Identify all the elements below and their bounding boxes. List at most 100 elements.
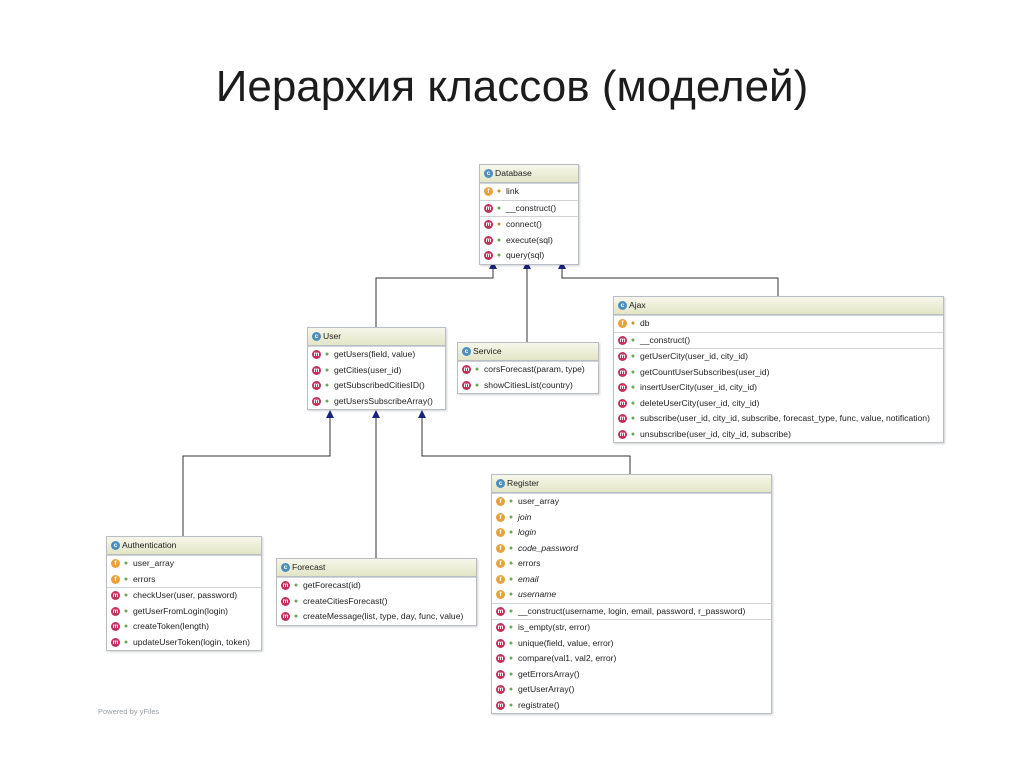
field-label: errors (133, 573, 156, 584)
link-user-database (375, 269, 494, 327)
constructor-section: m●__construct() (614, 331, 943, 349)
method-label: updateUserToken(login, token) (133, 636, 251, 647)
public-icon: ● (630, 430, 636, 438)
method-row: m●getUsersSubscribeArray() (308, 394, 445, 410)
method-icon: m (496, 654, 505, 664)
public-icon: ● (123, 560, 129, 567)
method-row: m● getCountUserSubscribes(user_id) (614, 365, 943, 381)
field-icon: f (496, 574, 505, 584)
constructor-section: m●__construct() (480, 199, 578, 217)
field-row: f●user_array (492, 494, 771, 510)
methods-section: m●is_empty(str, error) m●unique(field, v… (492, 619, 771, 713)
method-label: execute(sql) (506, 234, 553, 245)
method-icon: m (496, 700, 505, 710)
field-icon: f (496, 559, 505, 569)
public-icon: ● (508, 498, 514, 505)
public-icon: ● (496, 236, 502, 244)
method-row: m●getUserFromLogin(login) (107, 604, 261, 620)
method-icon: m (281, 581, 290, 591)
private-icon: ● (496, 221, 502, 228)
public-icon: ● (508, 544, 514, 552)
method-icon: m (618, 414, 627, 424)
private-icon: ● (496, 188, 502, 195)
method-icon: m (281, 596, 290, 606)
field-label: code_password (518, 542, 579, 553)
method-label: registrate() (518, 699, 560, 710)
method-icon: m (111, 637, 120, 647)
method-icon: m (111, 622, 120, 632)
method-icon: m (496, 638, 505, 648)
arrowhead-user-left (326, 410, 334, 418)
fields-section: f●db (614, 315, 943, 332)
method-row: m●insertUserCity(user_id, city_id) (614, 380, 943, 396)
class-name: Forecast (292, 562, 326, 572)
method-label: createToken(length) (133, 621, 209, 632)
arrowhead-user-right (418, 410, 426, 418)
public-icon: ● (630, 384, 636, 391)
public-icon: ● (508, 670, 514, 678)
method-label: getUsers(field, value) (334, 349, 416, 360)
methods-section: m●getUserCity(user_id, city_id) m●getCou… (614, 348, 943, 442)
public-icon: ● (508, 607, 514, 615)
method-row: m●subscribe(user_id, city_id, subscribe,… (614, 411, 943, 427)
powered-by-label: Powered by yFiles (98, 707, 160, 716)
method-label: getErrorsArray() (518, 668, 580, 679)
class-name: Authentication (122, 540, 177, 550)
fields-section: f●user_array f●errors (107, 555, 261, 587)
field-label: db (640, 318, 650, 329)
method-label: getUserArray() (518, 684, 575, 695)
method-label: getForecast(id) (303, 580, 361, 591)
method-icon: m (618, 335, 627, 345)
method-label: getUserFromLogin(login) (133, 605, 229, 616)
method-label: createMessage(list, type, day, func, val… (303, 611, 464, 622)
link-register-user (421, 418, 631, 474)
public-icon: ● (508, 655, 514, 662)
public-icon: ● (123, 623, 129, 630)
method-icon: m (312, 396, 321, 406)
method-label: showCitiesList(country) (484, 379, 573, 390)
public-icon: ● (630, 415, 636, 422)
method-icon: m (496, 669, 505, 679)
public-icon: ● (508, 529, 514, 536)
field-icon: f (496, 543, 505, 553)
public-icon: ● (123, 638, 129, 646)
method-icon: m (618, 367, 627, 377)
method-row: m●getForecast(id) (277, 578, 476, 594)
method-icon: m (462, 365, 471, 375)
method-icon: m (462, 380, 471, 390)
field-label: link (506, 186, 519, 197)
field-label: username (518, 589, 557, 600)
method-label: is_empty(str, error) (518, 622, 591, 633)
public-icon: ● (508, 624, 514, 631)
public-icon: ● (508, 686, 514, 693)
public-icon: ● (324, 382, 330, 389)
method-row: m●execute(sql) (480, 233, 578, 249)
method-row: m●__construct() (614, 333, 943, 349)
public-icon: ● (508, 591, 514, 598)
fields-section: f●user_array f●join f●login f●code_passw… (492, 493, 771, 603)
method-row: m●getSubscribedCitiesID() (308, 378, 445, 394)
public-icon: ● (508, 639, 514, 647)
method-icon: m (484, 220, 493, 230)
class-name: User (323, 331, 342, 341)
field-row: f●username (492, 587, 771, 603)
public-icon: ● (630, 368, 636, 376)
method-label: getCountUserSubscribes(user_id) (640, 366, 770, 377)
method-row: m● connect() (480, 217, 578, 233)
method-label: createCitiesForecast() (303, 595, 388, 606)
method-label: getCities(user_id) (334, 364, 402, 375)
method-label: connect() (506, 219, 542, 230)
method-icon: m (496, 623, 505, 633)
public-icon: ● (324, 397, 330, 405)
class-icon: c (281, 563, 290, 573)
public-icon: ● (508, 701, 514, 709)
